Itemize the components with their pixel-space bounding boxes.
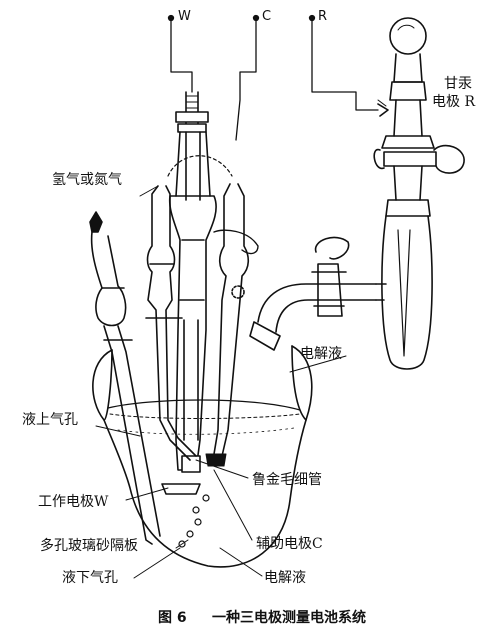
leader-lines xyxy=(95,99,387,579)
gas-hole-upper-label: 液上气孔 xyxy=(22,412,78,428)
gas-inlet-label: 氢气或氮气 xyxy=(52,172,122,188)
flask-body xyxy=(92,345,313,568)
calomel-label-line1: 甘汞 xyxy=(444,76,472,92)
porous-frit xyxy=(178,494,210,548)
salt-bridge-arm xyxy=(249,236,377,351)
terminal-w-label: W xyxy=(178,9,191,24)
figure-number: 图 6 xyxy=(158,610,187,626)
gas-hole-lower-label: 液下气孔 xyxy=(62,570,118,586)
rotation-arc xyxy=(167,155,233,177)
luggin-capillary-label: 鲁金毛细管 xyxy=(252,472,322,488)
working-electrode-label: 工作电极W xyxy=(38,494,109,510)
terminal-wires xyxy=(167,14,379,141)
terminal-c-label: C xyxy=(262,9,272,24)
terminal-r-label: R xyxy=(318,9,328,24)
electrolyte-upper-label: 电解液 xyxy=(300,346,342,362)
auxiliary-electrode xyxy=(205,183,259,467)
gas-inlet-tube xyxy=(89,211,161,545)
electrolyte-lower-label: 电解液 xyxy=(264,570,306,586)
aux-electrode-label: 辅助电极C xyxy=(256,536,323,552)
calomel-label-line2: 电极 R xyxy=(432,94,475,110)
luggin-capillary xyxy=(145,185,197,461)
working-electrode-assembly xyxy=(161,91,217,495)
figure-caption: 一种三电极测量电池系统 xyxy=(212,610,366,626)
calomel-electrode xyxy=(373,17,465,370)
porous-glass-label: 多孔玻璃砂隔板 xyxy=(40,538,138,554)
